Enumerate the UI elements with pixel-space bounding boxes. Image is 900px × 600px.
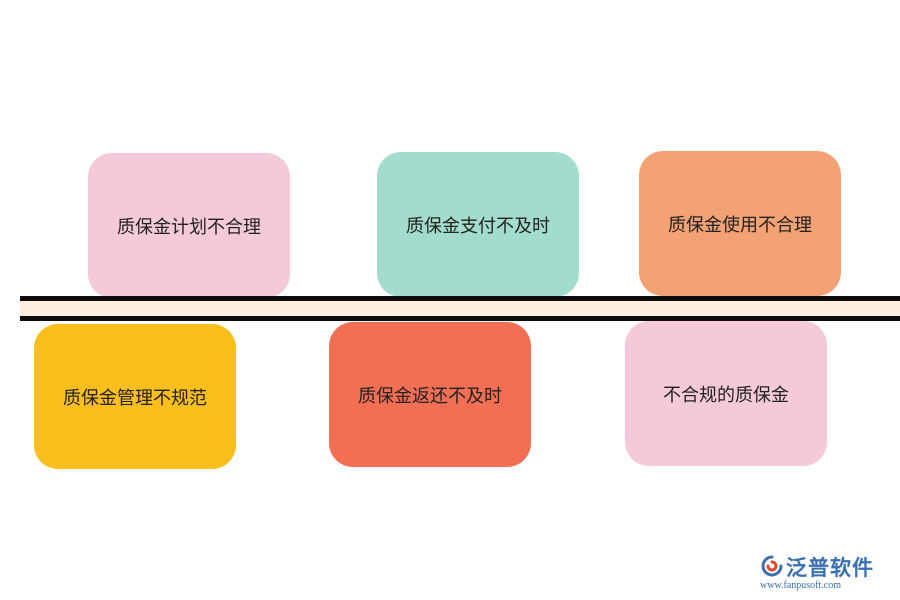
box-plan-unreasonable: 质保金计划不合理 bbox=[88, 153, 290, 298]
box-label: 质保金计划不合理 bbox=[117, 216, 261, 238]
box-payment-late: 质保金支付不及时 bbox=[377, 152, 579, 297]
divider-band bbox=[20, 296, 900, 322]
band-line-bottom bbox=[20, 316, 900, 321]
box-label: 质保金管理不规范 bbox=[63, 387, 207, 409]
box-management-irregular: 质保金管理不规范 bbox=[34, 324, 236, 469]
box-label: 不合规的质保金 bbox=[663, 384, 789, 406]
box-label: 质保金支付不及时 bbox=[406, 215, 550, 237]
logo-swirl-icon bbox=[761, 555, 783, 577]
box-return-late: 质保金返还不及时 bbox=[329, 322, 531, 467]
box-usage-unreasonable: 质保金使用不合理 bbox=[639, 151, 841, 296]
band-fill bbox=[20, 301, 900, 316]
brand-logo: 泛普软件 www.fanpusoft.com bbox=[760, 550, 888, 594]
box-noncompliant: 不合规的质保金 bbox=[625, 321, 827, 466]
box-label: 质保金使用不合理 bbox=[668, 214, 812, 236]
band-line-top bbox=[20, 296, 900, 301]
logo-name: 泛普软件 bbox=[786, 556, 874, 580]
logo-url: www.fanpusoft.com bbox=[760, 580, 842, 591]
box-label: 质保金返还不及时 bbox=[358, 385, 502, 407]
